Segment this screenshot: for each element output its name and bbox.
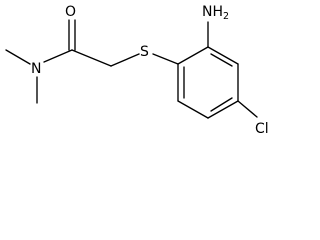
ring-bond-4 (207, 100, 239, 119)
atom-nitrogen: N (31, 61, 41, 77)
atom-labels: O N S NH2 Cl (31, 4, 269, 137)
amine-subscript: 2 (223, 11, 229, 22)
atom-sulfur: S (140, 44, 149, 60)
bond-carbonyl-n (43, 49, 73, 63)
ring-bond-2 (207, 46, 239, 65)
bond-carbonyl-ch2 (71, 49, 112, 67)
ring-double-2 (210, 97, 233, 112)
bond-ch2-s (110, 53, 140, 67)
bond-ring-chlorine (237, 100, 258, 118)
atom-chlorine: Cl (255, 121, 269, 137)
bond-n-methyl-1 (5, 49, 31, 65)
atom-amine: NH2 (202, 4, 229, 22)
amine-nh-label: NH (202, 4, 223, 20)
atom-oxygen: O (65, 4, 76, 20)
ring-bond-5 (177, 100, 209, 119)
bonds (5, 19, 258, 119)
bond-s-ring (152, 53, 179, 65)
ring-bond-1 (177, 46, 209, 65)
ring-double-1 (210, 53, 233, 67)
molecule-structure-diagram: O N S NH2 Cl (5, 4, 269, 137)
